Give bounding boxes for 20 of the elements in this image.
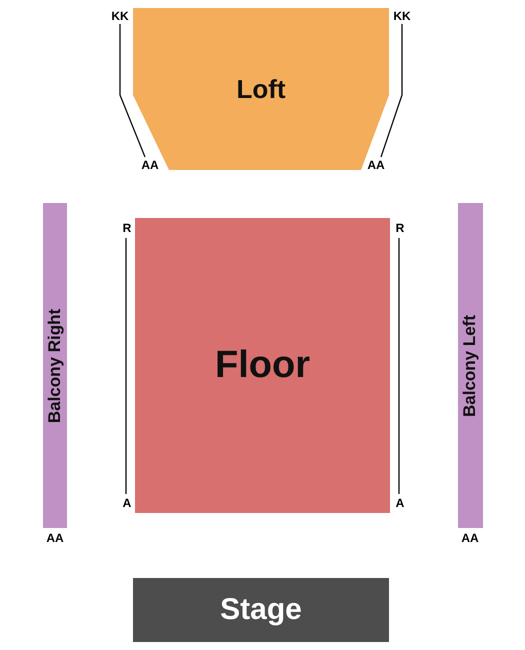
row-label: KK bbox=[393, 9, 411, 23]
balcony-section bbox=[458, 203, 483, 528]
section-label: Balcony Right bbox=[45, 308, 65, 423]
section-label: Floor bbox=[215, 344, 310, 387]
balcony-section bbox=[43, 203, 67, 528]
row-label: AA bbox=[46, 531, 64, 545]
row-label: AA bbox=[141, 158, 159, 172]
loft-section bbox=[133, 8, 389, 170]
row-label: KK bbox=[111, 9, 129, 23]
stage bbox=[133, 578, 389, 642]
section-label: Balcony Left bbox=[460, 314, 480, 417]
row-label: R bbox=[396, 221, 404, 235]
row-label: R bbox=[122, 221, 132, 235]
section-label: Loft bbox=[236, 74, 286, 104]
row-label: AA bbox=[461, 531, 479, 545]
section-label: Stage bbox=[220, 593, 302, 627]
row-label: AA bbox=[367, 158, 385, 172]
row-label: A bbox=[396, 496, 404, 510]
row-label: A bbox=[122, 496, 132, 510]
floor-section bbox=[135, 218, 390, 513]
